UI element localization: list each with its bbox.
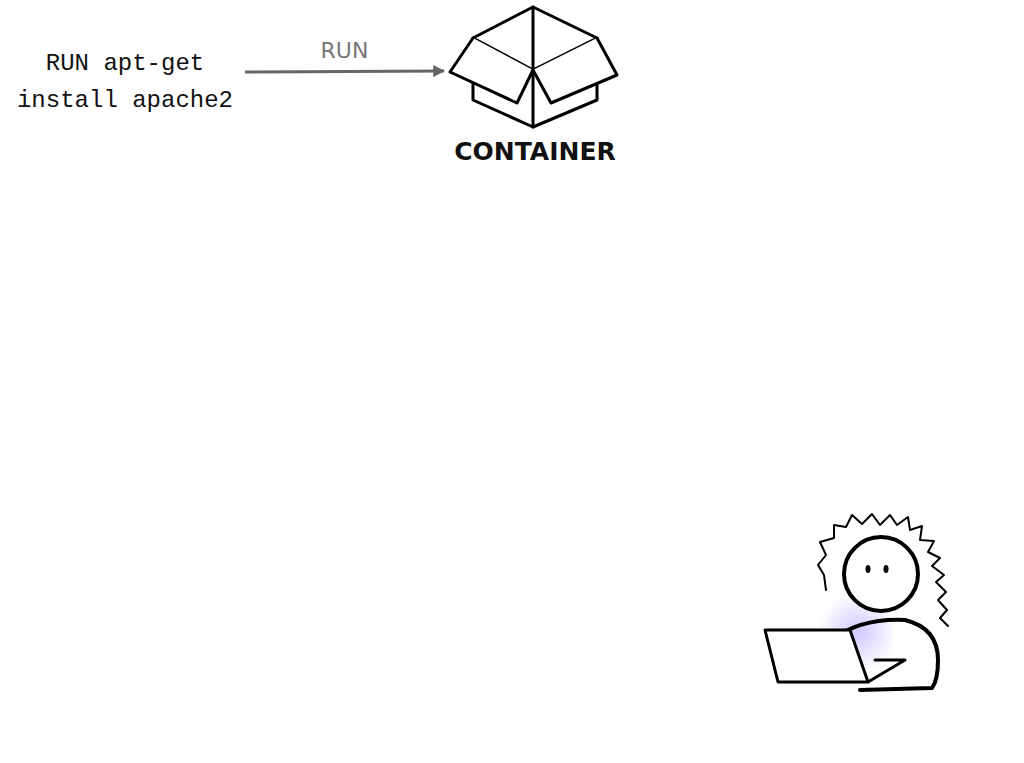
arrow-connector — [245, 71, 444, 72]
command-text: RUN apt-get install apache2 — [5, 45, 245, 119]
person-with-laptop — [765, 514, 948, 690]
edge-label: RUN — [318, 38, 372, 64]
container-icon: CONTAINER — [440, 0, 630, 172]
box-icon — [450, 7, 617, 127]
command-text: RUN apt-get install apache2 — [5, 45, 245, 125]
node-caption: CONTAINER — [440, 137, 630, 167]
